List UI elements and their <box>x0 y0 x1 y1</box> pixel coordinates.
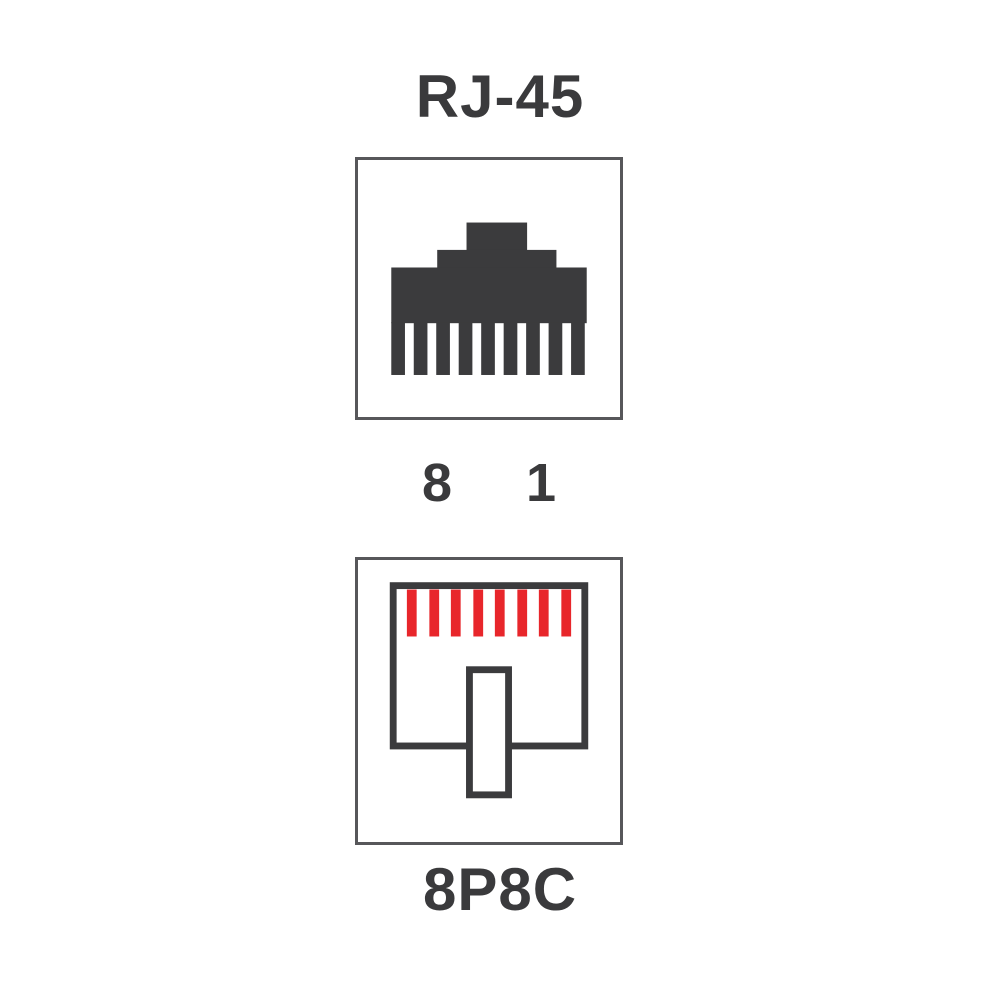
rj45-jack-front-icon <box>389 582 589 799</box>
connector-type-label: 8P8C <box>422 856 578 923</box>
jack-view-box <box>355 557 623 845</box>
pin-number-8-label: 8 <box>421 453 453 513</box>
plug-view-box <box>355 157 623 420</box>
plug-silhouette-shape <box>391 222 587 375</box>
rj45-plug-silhouette-icon <box>391 222 587 375</box>
jack-contact-pins <box>406 589 572 637</box>
connector-title: RJ-45 <box>415 63 585 130</box>
jack-latch-slot-shape <box>466 666 512 799</box>
pin-number-1-label: 1 <box>525 453 557 513</box>
